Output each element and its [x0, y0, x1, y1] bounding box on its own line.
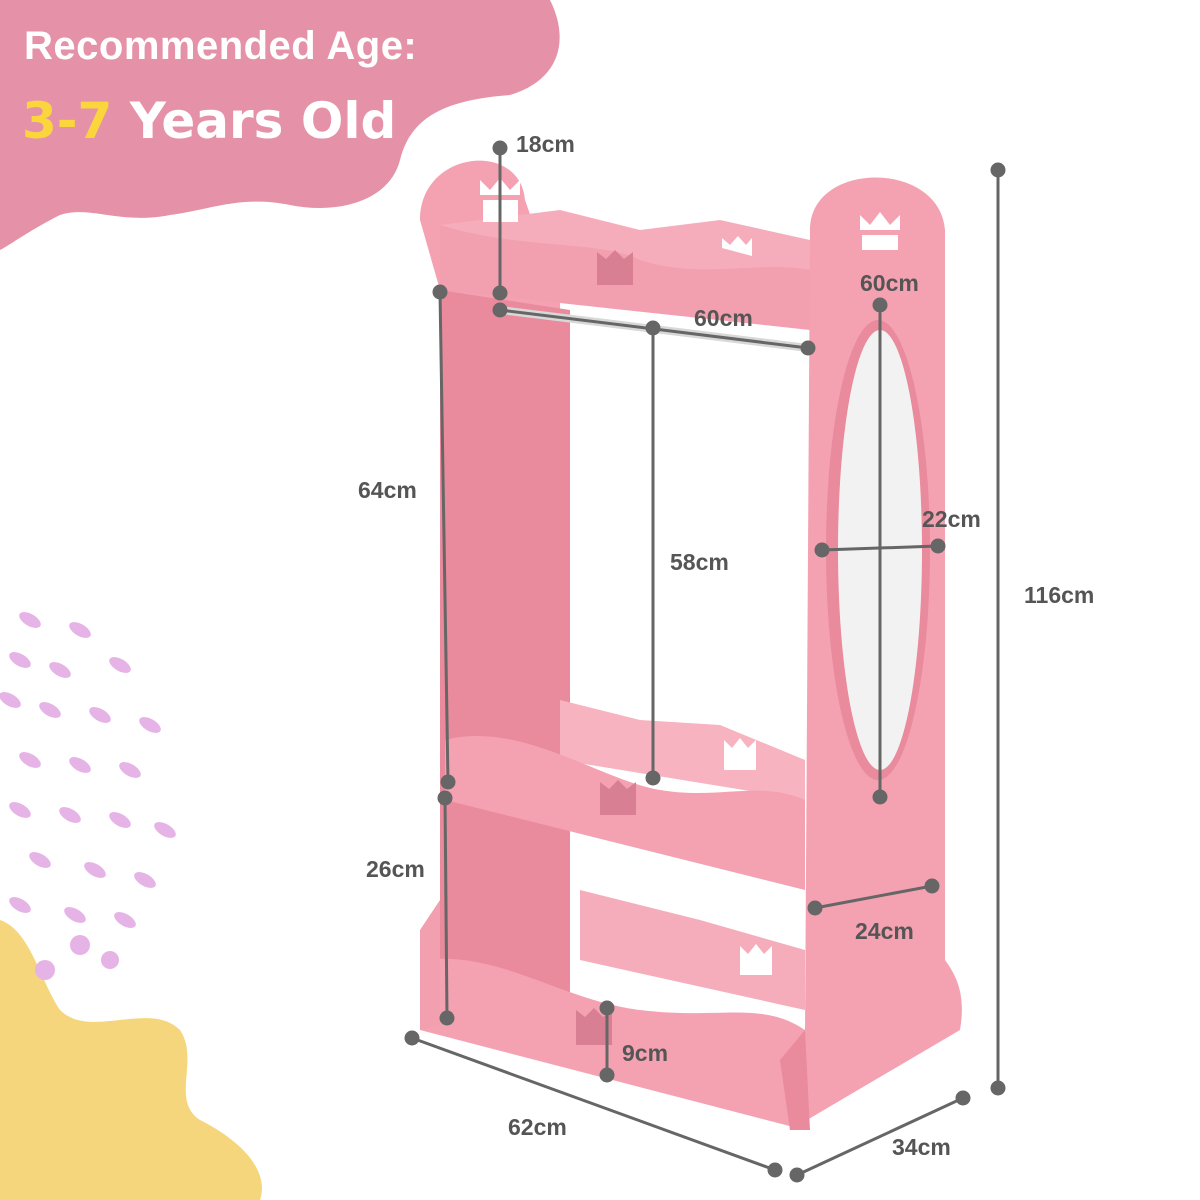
dim-side-height: 64cm [358, 477, 417, 503]
recommended-age-label: Recommended Age: [24, 24, 418, 68]
dim-total-width: 62cm [508, 1114, 567, 1140]
age-range-text: 3-7 Years Old [22, 92, 396, 150]
age-range-suffix: Years Old [112, 92, 397, 150]
age-range-value: 3-7 [22, 92, 113, 150]
header-cloud [0, 0, 560, 250]
dimension-lines [404, 140, 1006, 1183]
decorative-dots [0, 612, 176, 980]
dress-up-closet [420, 160, 962, 1130]
dim-bin-height: 9cm [622, 1040, 669, 1066]
dim-mirror-width: 22cm [922, 506, 981, 532]
dim-total-depth: 34cm [892, 1134, 951, 1160]
dim-lower-height: 26cm [366, 856, 425, 882]
dim-top-height: 18cm [516, 131, 575, 157]
dim-total-height: 116cm [1024, 582, 1095, 608]
dim-hang-height: 58cm [670, 549, 729, 575]
dim-mirror-height: 60cm [860, 270, 919, 296]
dim-rod-width: 60cm [694, 305, 753, 331]
dim-shelf-depth: 24cm [855, 918, 914, 944]
yellow-blob [0, 920, 262, 1200]
